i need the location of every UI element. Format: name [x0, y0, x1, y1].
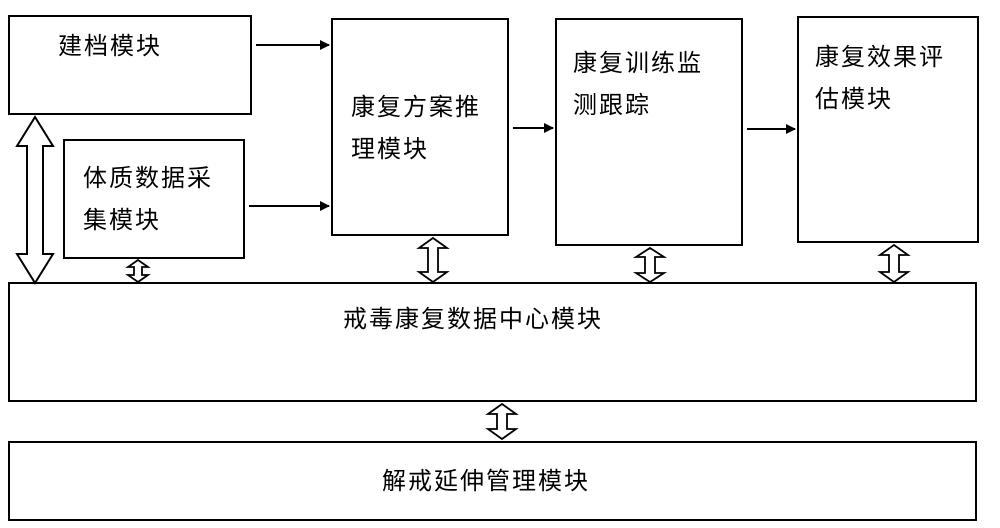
- training-monitor-module-box: 康复训练监 测跟踪: [555, 18, 743, 246]
- release-management-module-label: 解戒延伸管理模块: [382, 467, 590, 495]
- plan-reasoning-module-box: 康复方案推 理模块: [331, 18, 509, 236]
- double-arrow-physical-datacenter: [125, 258, 151, 284]
- effect-evaluation-module-label-line1: 康复效果评: [815, 43, 945, 71]
- physical-data-module-label-line1: 体质数据采: [83, 164, 213, 192]
- archive-module-box: 建档模块: [8, 15, 252, 115]
- training-monitor-module-label-line2: 测跟踪: [573, 91, 651, 119]
- plan-reasoning-module-label-line2: 理模块: [351, 135, 429, 163]
- double-arrow-archive-datacenter: [15, 115, 55, 285]
- physical-data-module-box: 体质数据采 集模块: [63, 139, 245, 259]
- effect-evaluation-module-box: 康复效果评 估模块: [797, 16, 979, 243]
- double-arrow-monitor-datacenter: [632, 246, 668, 284]
- double-arrow-plan-datacenter: [416, 236, 450, 284]
- physical-data-module-label-line2: 集模块: [83, 206, 161, 234]
- release-management-module-box: 解戒延伸管理模块: [8, 441, 977, 521]
- double-arrow-datacenter-release: [485, 402, 519, 441]
- plan-reasoning-module-label-line1: 康复方案推: [351, 93, 481, 121]
- double-arrow-evaluate-datacenter: [877, 243, 911, 284]
- archive-module-label: 建档模块: [58, 32, 162, 60]
- training-monitor-module-label-line1: 康复训练监: [573, 49, 703, 77]
- effect-evaluation-module-label-line2: 估模块: [815, 85, 893, 113]
- data-center-module-label: 戒毒康复数据中心模块: [343, 305, 603, 333]
- data-center-module-box: 戒毒康复数据中心模块: [8, 282, 977, 402]
